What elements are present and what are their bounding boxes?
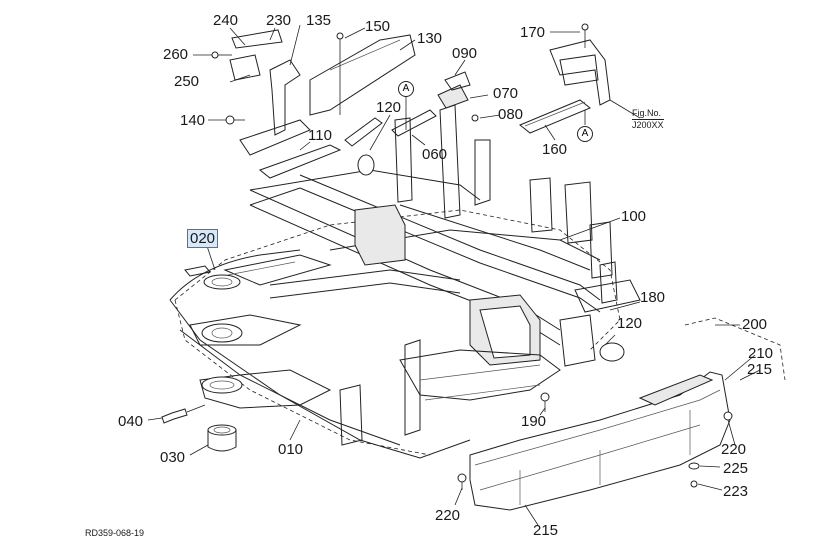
callout-150[interactable]: 150 — [365, 18, 391, 35]
reference-mark-a-right: A — [577, 126, 593, 142]
callout-120-upper[interactable]: 120 — [376, 99, 402, 116]
callout-230[interactable]: 230 — [266, 12, 292, 29]
callout-223[interactable]: 223 — [723, 483, 749, 500]
callout-040[interactable]: 040 — [118, 413, 144, 430]
callout-180[interactable]: 180 — [640, 289, 666, 306]
callout-070[interactable]: 070 — [493, 85, 519, 102]
callout-250[interactable]: 250 — [174, 73, 200, 90]
reference-mark-a-left: A — [398, 81, 414, 97]
callout-100[interactable]: 100 — [621, 208, 647, 225]
callout-110[interactable]: 110 — [308, 127, 332, 144]
callout-010[interactable]: 010 — [278, 441, 304, 458]
callout-260[interactable]: 260 — [163, 46, 189, 63]
callout-120-lower[interactable]: 120 — [617, 315, 643, 332]
callout-135[interactable]: 135 — [306, 12, 332, 29]
callout-210[interactable]: 210 — [748, 345, 774, 362]
callout-140[interactable]: 140 — [180, 112, 206, 129]
callout-130[interactable]: 130 — [417, 30, 443, 47]
callout-215-lower[interactable]: 215 — [533, 522, 559, 539]
callout-170[interactable]: 170 — [520, 24, 546, 41]
callout-190[interactable]: 190 — [521, 413, 547, 430]
callout-220-bottom[interactable]: 220 — [435, 507, 461, 524]
callout-020-selected[interactable]: 020 — [187, 229, 219, 248]
fig-reference: Fig.No. J200XX — [632, 108, 664, 131]
callout-090[interactable]: 090 — [452, 45, 478, 62]
fig-reference-number: J200XX — [632, 119, 664, 130]
callout-160[interactable]: 160 — [542, 141, 568, 158]
callout-220-right[interactable]: 220 — [721, 441, 747, 458]
callout-030[interactable]: 030 — [160, 449, 186, 466]
fig-reference-label: Fig.No. — [632, 108, 662, 118]
callout-240[interactable]: 240 — [213, 12, 239, 29]
callout-200[interactable]: 200 — [742, 316, 768, 333]
callout-215-upper[interactable]: 215 — [747, 361, 773, 378]
callout-060[interactable]: 060 — [422, 146, 448, 163]
drawing-code: RD359-068-19 — [85, 528, 145, 538]
callout-080[interactable]: 080 — [498, 106, 524, 123]
callout-225[interactable]: 225 — [723, 460, 749, 477]
